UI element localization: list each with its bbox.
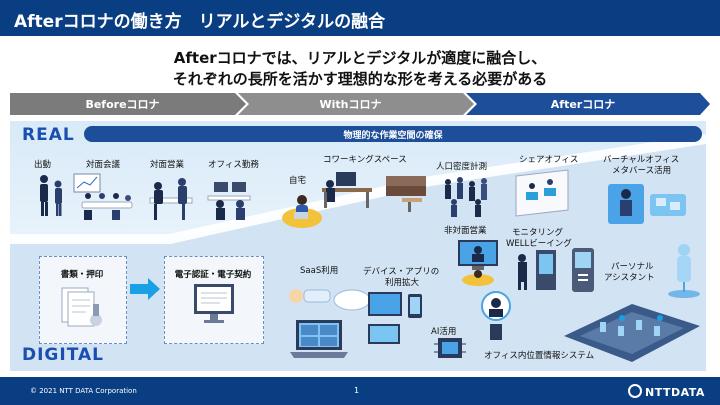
label-office-kinmu: オフィス勤務 [208, 160, 259, 170]
person-locator-icon [481, 291, 511, 340]
copyright-text: © 2021 NTT DATA Corporation [30, 387, 137, 395]
arrow-before-shape [10, 93, 246, 115]
office-location-3d-map-icon [564, 304, 700, 362]
ntt-data-logo: NTTDATA [628, 384, 705, 399]
arrow-after-shape [466, 93, 710, 115]
title-bar [0, 0, 720, 36]
timeline-after: Afterコロナ [550, 98, 616, 111]
lead-line-1: Afterコロナでは、リアルとデジタルが適度に融合し、 [173, 49, 547, 67]
timeline-arrow [10, 93, 710, 115]
label-virtual-office-1: バーチャルオフィス [603, 155, 680, 165]
label-device-2: 利用拡大 [385, 278, 420, 288]
monitoring-wellbeing-icon [518, 250, 556, 290]
label-monitoring-1: モニタリング [512, 228, 564, 238]
virtual-office-vr-icon [608, 184, 686, 224]
label-taimen-eigyo: 対面営業 [150, 160, 185, 170]
label-jitaku: 自宅 [289, 176, 307, 186]
saas-cloud-icon [289, 289, 371, 311]
ai-chip-icon [434, 338, 466, 358]
home-work-icon [282, 195, 322, 228]
arrow-with-shape [238, 93, 474, 115]
conversion-arrow-icon [130, 278, 160, 300]
label-coworking: コワーキングスペース [323, 155, 407, 165]
label-jinko-mitsudo: 人口密度計測 [436, 162, 488, 172]
label-personal-1: パーソナル [611, 262, 654, 272]
devices-apps-icon [368, 292, 422, 344]
lead-line-2: それぞれの長所を活かす理想的な形を考える必要がある [172, 70, 548, 88]
label-shutsudo: 出動 [34, 160, 52, 170]
meeting-figure-icon [73, 173, 133, 220]
label-personal-2: アシスタント [604, 273, 655, 283]
zone-digital-label: DIGITAL [22, 345, 104, 365]
remote-sales-icon [458, 240, 498, 286]
footer-bar [0, 377, 720, 405]
physical-space-bar: 物理的な作業空間の確保 [84, 126, 702, 142]
physical-space-label: 物理的な作業空間の確保 [343, 130, 443, 141]
label-share-office: シェアオフィス [519, 155, 579, 165]
ntt-logo-mark-icon [628, 384, 642, 398]
personal-assistant-hologram-icon [668, 244, 700, 298]
page-number: 1 [354, 386, 360, 395]
wellbeing-kiosk-icon [572, 248, 594, 292]
laptop-video-call-icon [290, 320, 348, 358]
crowd-density-icon [445, 177, 487, 217]
office-work-icon [207, 182, 251, 220]
label-shorui: 書類・押印 [60, 270, 104, 280]
label-saas: SaaS利用 [300, 266, 339, 276]
label-monitoring-2: WELLビーイング [506, 239, 572, 249]
paper-stamp-icon [61, 287, 102, 327]
label-office-location: オフィス内位置情報システム [484, 351, 595, 361]
label-denshi: 電子認証・電子契約 [174, 270, 252, 280]
label-device-1: デバイス・アプリの [363, 267, 440, 277]
zone-real-label: REAL [22, 125, 75, 145]
label-hitaimen: 非対面営業 [444, 226, 487, 236]
timeline-with: Withコロナ [319, 98, 382, 111]
slide-title: Afterコロナの働き方 リアルとデジタルの融合 [14, 12, 386, 32]
timeline-before: Beforeコロナ [85, 98, 160, 111]
label-taimen-kaigi: 対面会議 [86, 160, 121, 170]
commuter-figure-icon [40, 175, 62, 216]
coworking-desk-icon [322, 172, 372, 208]
label-ai: AI活用 [431, 327, 457, 337]
ntt-logo-text: NTTDATA [645, 386, 705, 399]
share-office-room-icon [515, 169, 569, 217]
coworking-sofa-icon [386, 176, 426, 212]
e-contract-monitor-icon [194, 284, 234, 323]
sales-meeting-icon [149, 178, 193, 220]
label-virtual-office-2: メタバース活用 [612, 166, 672, 176]
